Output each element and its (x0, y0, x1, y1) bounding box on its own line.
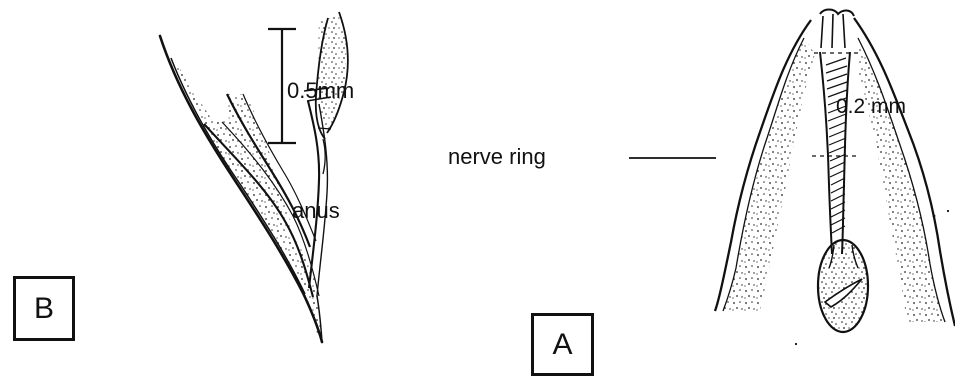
scale-bar-label-a: 0.2 mm (836, 96, 906, 117)
panel-a-badge: A (531, 313, 594, 376)
scale-bar-label-b: 0.5mm (287, 80, 354, 102)
specimen-a-anterior (629, 10, 955, 346)
specimen-b-tail (160, 12, 348, 342)
panel-a-letter: A (552, 330, 572, 360)
nerve-ring-label: nerve ring (448, 146, 546, 168)
panel-b-letter: B (34, 294, 54, 324)
anus-label: anus (292, 200, 340, 222)
panel-b-badge: B (13, 276, 75, 341)
